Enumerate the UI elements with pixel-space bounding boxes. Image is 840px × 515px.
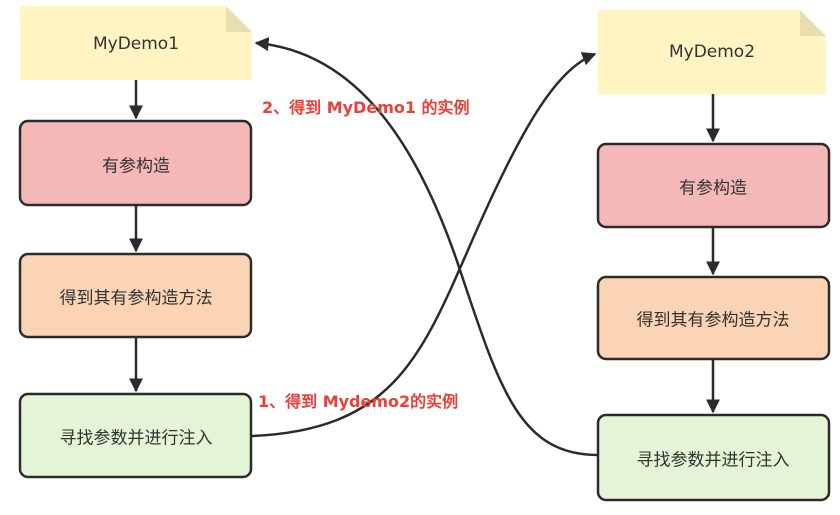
right-box-step3: [596, 413, 831, 502]
right-box-step2: [596, 275, 831, 361]
curve-left-step3-to-mydemo2: [251, 52, 597, 438]
curve-right-step3-to-mydemo1: [254, 37, 599, 457]
left-box-step2: [18, 252, 253, 339]
left-box-step3: [18, 392, 253, 479]
left-note-mydemo1: [20, 6, 252, 80]
right-note-mydemo2: [598, 10, 826, 94]
right-box-step1: [596, 142, 831, 229]
left-box-step1: [18, 119, 253, 207]
